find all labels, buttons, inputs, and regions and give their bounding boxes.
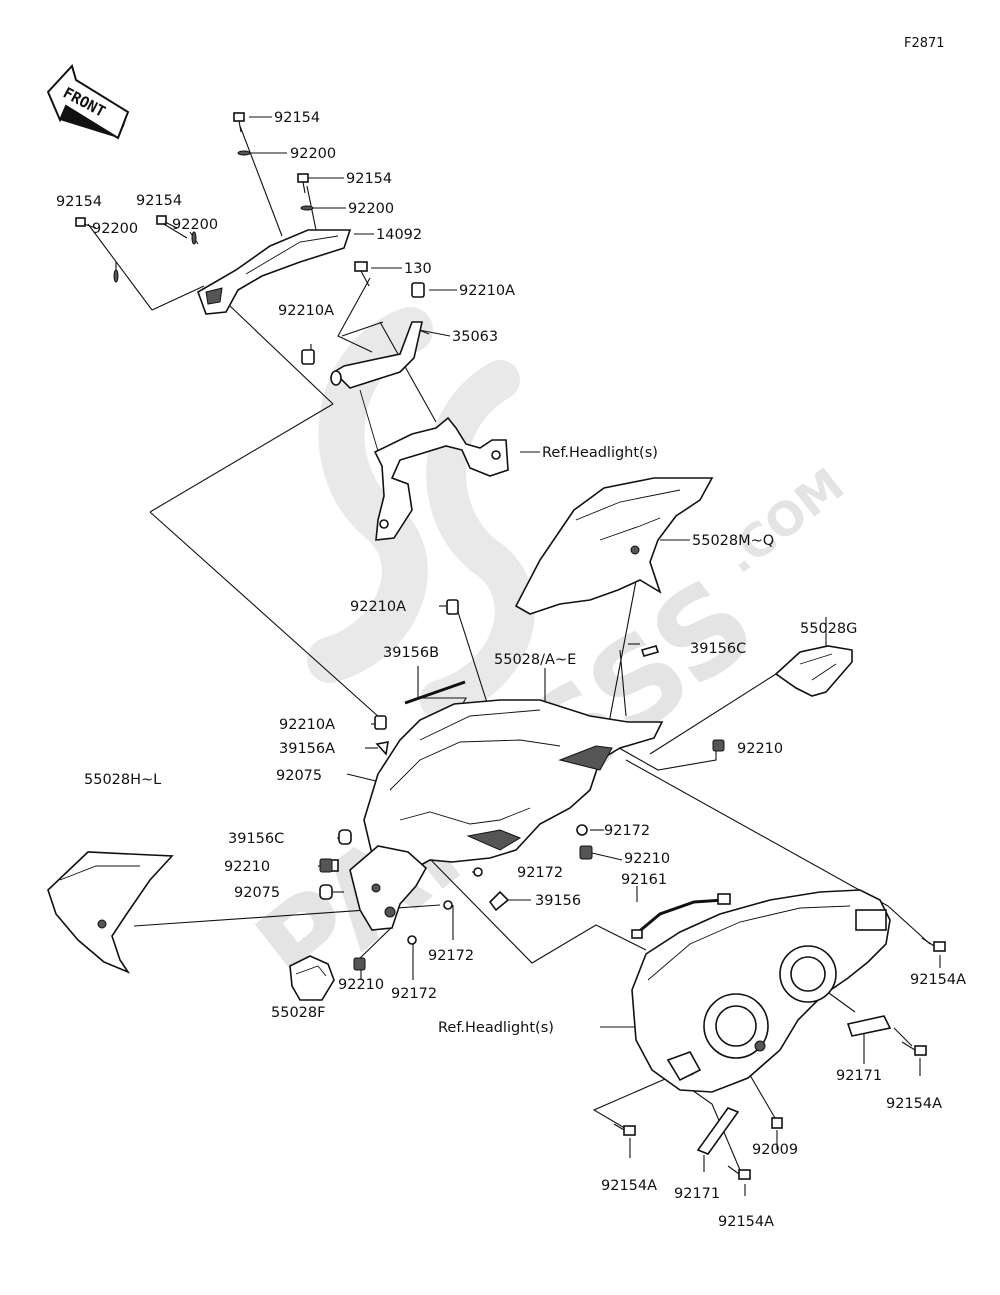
- bolt-92154A-2: [901, 1041, 927, 1056]
- label-92154A: 92154A: [601, 1178, 657, 1194]
- screw-92009: [771, 1117, 783, 1129]
- label-92200: 92200: [348, 201, 394, 217]
- nut-92210-4: [353, 957, 366, 971]
- leader-lines: [87, 116, 941, 1196]
- upper-cowl-55028MQ: [514, 477, 714, 615]
- label-92171: 92171: [674, 1186, 720, 1202]
- label-92172: 92172: [517, 865, 563, 881]
- nut-92210-3: [319, 858, 333, 873]
- label-92154: 92154: [136, 193, 182, 209]
- label-39156B: 39156B: [383, 645, 439, 661]
- stay-35063: [330, 321, 423, 389]
- washer-92200-left-1: [113, 269, 119, 283]
- label-92172: 92172: [428, 948, 474, 964]
- label-55028G: 55028G: [800, 621, 857, 637]
- part-labels: 92154 92200 92154 92200 92154 92200 9215…: [56, 110, 966, 1230]
- label-92172: 92172: [391, 986, 437, 1002]
- label-92210A: 92210A: [459, 283, 515, 299]
- side-cowl-55028HL: [47, 851, 174, 974]
- damper-92171-1: [846, 1015, 892, 1037]
- label-92154: 92154: [274, 110, 320, 126]
- label-92210: 92210: [338, 977, 384, 993]
- label-92200: 92200: [290, 146, 336, 162]
- label-130: 130: [404, 261, 432, 277]
- label-92154A: 92154A: [886, 1096, 942, 1112]
- screw-92154-top-2: [297, 173, 309, 194]
- label-55028F: 55028F: [271, 1005, 325, 1021]
- tape-39156A: [375, 741, 389, 756]
- label-92171: 92171: [836, 1068, 882, 1084]
- cover-55028F: [289, 955, 335, 1001]
- label-ref-headlight: Ref.Headlight(s): [542, 445, 658, 461]
- screw-92172-3: [443, 900, 453, 910]
- inner-cover-lower: [349, 845, 428, 931]
- cover-14092: [197, 229, 352, 315]
- label-92154: 92154: [56, 194, 102, 210]
- label-14092: 14092: [376, 227, 422, 243]
- screw-92172-1: [576, 824, 588, 836]
- cover-55028G: [774, 645, 853, 697]
- washer-92200-top-2: [300, 205, 314, 211]
- label-92210A: 92210A: [350, 599, 406, 615]
- label-92172: 92172: [604, 823, 650, 839]
- collar-92210A-1: [411, 282, 425, 298]
- damper-92171-2: [696, 1107, 740, 1155]
- nut-92210-1: [712, 739, 725, 752]
- label-92200: 92200: [172, 217, 218, 233]
- collar-92210A-2: [301, 349, 315, 365]
- headlight-stay: [373, 416, 509, 541]
- label-39156A: 39156A: [279, 741, 335, 757]
- screw-92154-left-1: [75, 217, 97, 229]
- screw-92172-2: [473, 867, 483, 877]
- label-92075: 92075: [276, 768, 322, 784]
- label-92075: 92075: [234, 885, 280, 901]
- label-92210A: 92210A: [278, 303, 334, 319]
- bolt-92154A-1: [921, 937, 946, 952]
- label-92009: 92009: [752, 1142, 798, 1158]
- label-39156: 39156: [535, 893, 581, 909]
- label-92154: 92154: [346, 171, 392, 187]
- screw-92154-left-2: [156, 215, 178, 229]
- label-92154A: 92154A: [718, 1214, 774, 1230]
- label-35063: 35063: [452, 329, 498, 345]
- bolt-92154A-3: [613, 1123, 636, 1136]
- screw-92172-4: [407, 935, 417, 945]
- watermark-domain: .COM: [714, 457, 855, 583]
- label-92200: 92200: [92, 221, 138, 237]
- label-39156C: 39156C: [228, 831, 284, 847]
- washer-92200-top-1: [237, 150, 251, 156]
- label-92161: 92161: [621, 872, 667, 888]
- label-92210: 92210: [624, 851, 670, 867]
- grommet-92075-1: [338, 829, 352, 845]
- figure-id: F2871: [904, 36, 945, 51]
- screw-92154-top-1: [233, 112, 245, 133]
- label-55028M-Q: 55028M~Q: [692, 533, 774, 549]
- label-39156C: 39156C: [690, 641, 746, 657]
- label-92210A: 92210A: [279, 717, 335, 733]
- label-92154A: 92154A: [910, 972, 966, 988]
- front-arrow-icon: FRONT: [46, 64, 130, 140]
- grommet-92075-2: [319, 884, 333, 900]
- bolt-130: [354, 261, 370, 287]
- label-92210: 92210: [224, 859, 270, 875]
- label-92210: 92210: [737, 741, 783, 757]
- tape-39156C-1: [640, 645, 660, 657]
- bolt-92154A-4: [727, 1165, 751, 1180]
- nut-92210-2: [579, 845, 593, 860]
- collar-92210A-4: [374, 715, 387, 730]
- wire-harness-92161: [631, 893, 731, 939]
- headlight-assembly: [631, 889, 891, 1093]
- tape-39156: [488, 890, 510, 912]
- label-55028H-L: 55028H~L: [84, 772, 161, 788]
- collar-92210A-3: [446, 599, 459, 615]
- washer-92200-left-2: [191, 231, 197, 245]
- tape-39156B: [404, 680, 466, 705]
- label-55028-A-E: 55028/A~E: [494, 652, 576, 668]
- label-ref-headlight: Ref.Headlight(s): [438, 1020, 554, 1036]
